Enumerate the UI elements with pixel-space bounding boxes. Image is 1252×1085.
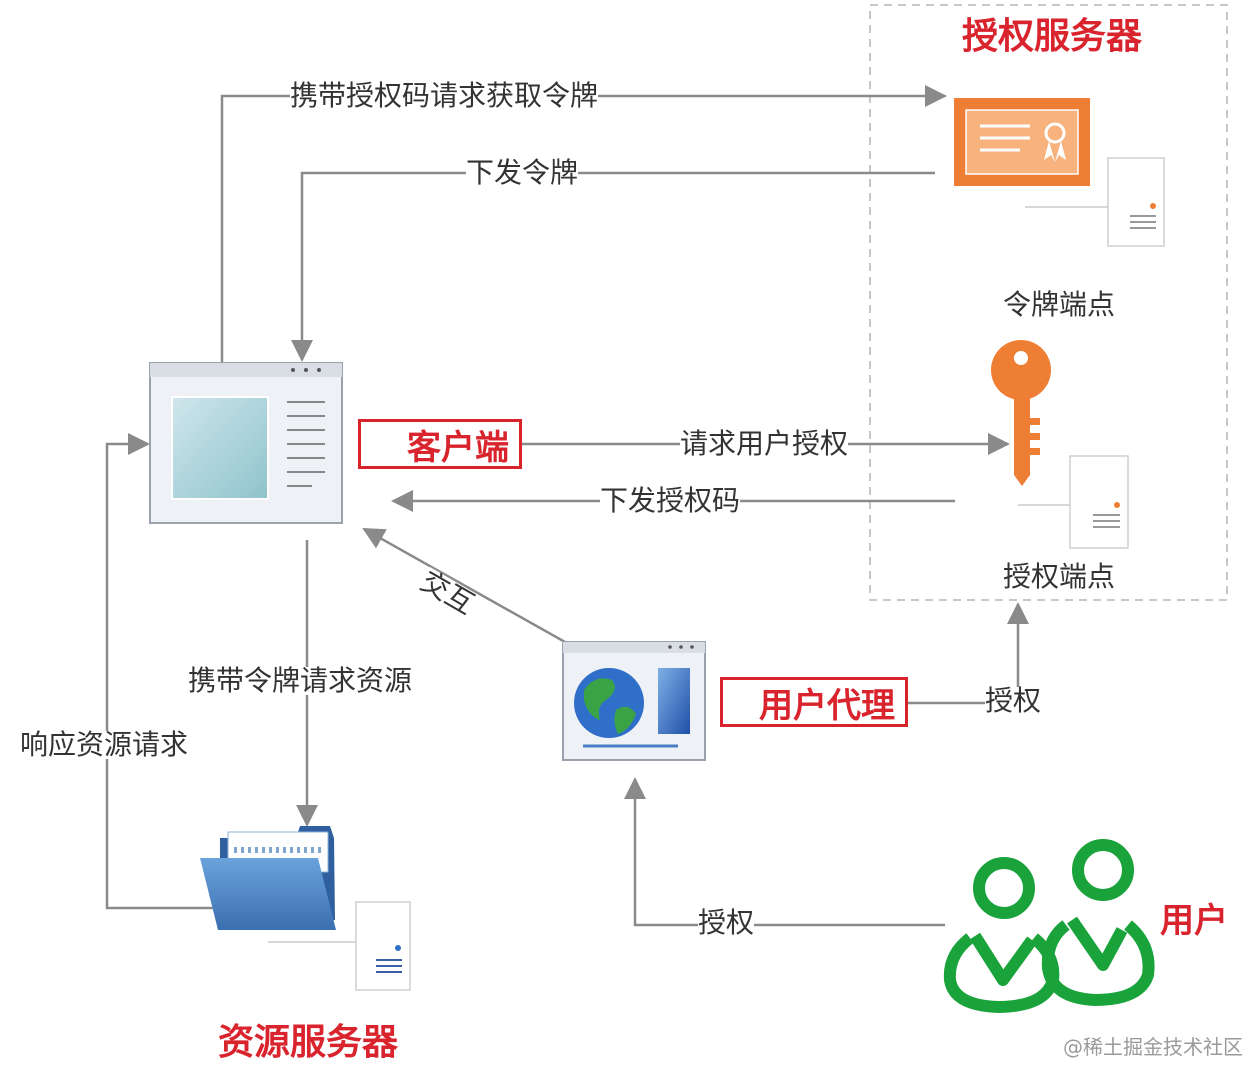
- flow-user-authorize-line: [624, 777, 945, 927]
- user-label: 用户: [1160, 901, 1228, 941]
- flow-issue-token-line: [291, 171, 935, 362]
- flow-respond-resource-line: [105, 433, 215, 910]
- client-label-box: 客户端: [358, 419, 522, 469]
- flow-request-user-auth-label: 请求用户授权: [680, 427, 849, 460]
- flow-user-authorize-label: 授权: [698, 906, 755, 939]
- token-endpoint-label: 令牌端点: [1003, 288, 1116, 321]
- key-icon: [991, 340, 1051, 486]
- auth-endpoint-label: 授权端点: [1003, 560, 1116, 593]
- user-agent-window-icon: [562, 641, 706, 761]
- user-agent-label-box: 用户代理: [720, 677, 908, 727]
- auth-server-icon: [1018, 455, 1129, 549]
- resource-server-title: 资源服务器: [218, 1022, 399, 1063]
- flow-request-token-label: 携带授权码请求获取令牌: [290, 79, 599, 112]
- user-agent-label: 用户代理: [759, 685, 895, 726]
- client-label: 客户端: [407, 427, 509, 468]
- folder-icon: [200, 826, 336, 930]
- flow-agent-authorize-label: 授权: [985, 684, 1042, 717]
- users-icon: [943, 839, 1155, 1013]
- flow-request-token-line: [220, 85, 947, 363]
- token-server-icon: [1025, 157, 1165, 247]
- auth-server-title: 授权服务器: [962, 16, 1143, 57]
- flow-issue-auth-code-label: 下发授权码: [600, 484, 741, 517]
- flow-issue-token-label: 下发令牌: [466, 156, 579, 189]
- client-window-icon: [149, 362, 343, 524]
- resource-server-icon: [268, 901, 411, 991]
- flow-request-resource-label: 携带令牌请求资源: [188, 664, 413, 697]
- watermark: @稀土掘金技术社区: [1063, 1035, 1243, 1059]
- flow-respond-resource-label: 响应资源请求: [20, 728, 189, 761]
- certificate-icon: [954, 98, 1090, 186]
